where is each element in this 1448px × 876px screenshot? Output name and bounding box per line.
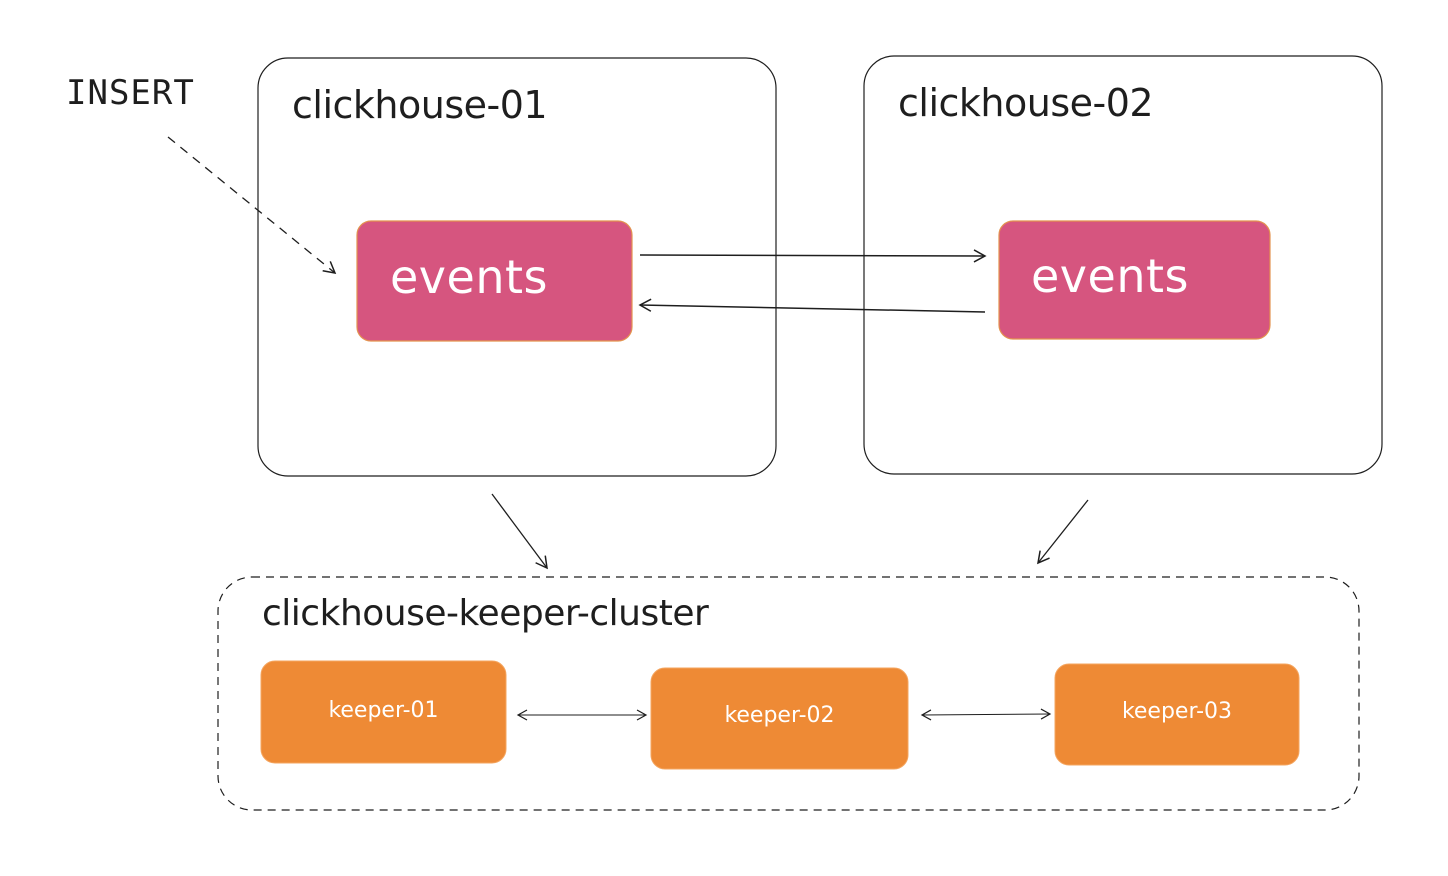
server-title-clickhouse-02: clickhouse-02 [898, 81, 1154, 125]
keeper-label-03: keeper-03 [1121, 699, 1233, 724]
keeper-cluster-box [217, 576, 1360, 811]
replication-arrow-backward [638, 298, 986, 313]
insert-arrow [167, 136, 337, 274]
table-box-events-02 [998, 220, 1271, 340]
server-box-clickhouse-02 [863, 55, 1383, 475]
keeper-box-03 [1054, 663, 1300, 766]
table-box-events-01 [356, 220, 633, 342]
replication-arrow-forward [639, 249, 987, 263]
keeper-label-02: keeper-02 [724, 703, 835, 728]
keeper-box-01 [260, 660, 507, 764]
server-box-clickhouse-01 [257, 57, 777, 477]
keeper-cluster-title: clickhouse-keeper-cluster [262, 593, 709, 634]
server-title-clickhouse-01: clickhouse-01 [292, 83, 548, 127]
server-01-to-keeper-arrow [491, 493, 548, 570]
table-label-events-01: events [390, 250, 548, 304]
table-label-events-02: events [1031, 249, 1189, 303]
keeper-label-01: keeper-01 [328, 698, 439, 723]
server-02-to-keeper-arrow [1037, 499, 1089, 565]
keeper-02-03-arrow [920, 708, 1052, 721]
keeper-box-02 [650, 667, 909, 770]
insert-label: INSERT [66, 73, 195, 113]
